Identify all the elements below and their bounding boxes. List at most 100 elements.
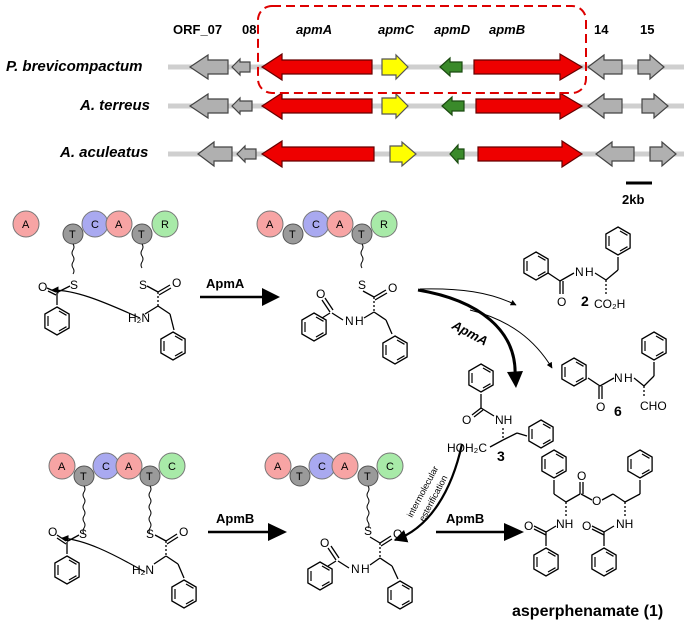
atom-H: H <box>355 314 364 328</box>
orf15-label: 15 <box>640 22 654 37</box>
apmB-domain-chain-middle: A T C A T C <box>264 452 404 487</box>
atom-NH: NH <box>556 517 573 531</box>
orf14-gene-arrow <box>595 140 635 168</box>
gene-row-2 <box>188 91 669 121</box>
domain-C-label: C <box>318 461 326 473</box>
atom-S: S <box>358 278 366 292</box>
apmA-branch-arrow <box>417 288 517 379</box>
asperphenamate-structure: NH O O NH O O asperphenamate (1) <box>512 449 663 620</box>
domain-T2-label: T <box>146 471 153 483</box>
atom-O: O <box>316 287 325 301</box>
domain-R <box>370 210 398 238</box>
apmB-step-label: ApmB <box>216 511 254 526</box>
domain-A2-label: A <box>115 219 123 231</box>
domain-T2-label: T <box>364 471 371 483</box>
tether-6 <box>366 485 370 529</box>
gene-cluster-panel: ORF_07 08 apmA apmC apmD apmB 14 15 P. b… <box>6 5 684 207</box>
benzoyl-phe-thioester-bottom: S O N H O <box>307 524 413 610</box>
domain-T1-label: T <box>289 229 296 241</box>
atom-H: H <box>585 265 594 279</box>
orf08-gene-arrow <box>236 144 257 164</box>
domain-A2-label: A <box>125 461 133 473</box>
orf15-gene-arrow <box>649 140 677 168</box>
domain-A1 <box>48 452 76 480</box>
atom-NH: NH <box>616 517 633 531</box>
atom-N: N <box>351 562 360 576</box>
atom-H: H <box>624 371 633 385</box>
domain-A2 <box>115 452 143 480</box>
tether-1 <box>71 243 75 275</box>
orf07-gene-arrow <box>188 53 229 81</box>
apmC-gene-arrow <box>389 140 417 168</box>
atom-N: N <box>575 265 584 279</box>
domain-C2-label: C <box>168 461 176 473</box>
scale-bar-label: 2kb <box>622 192 644 207</box>
domain-A1 <box>256 210 284 238</box>
atom-N: N <box>614 371 623 385</box>
apmD-label: apmD <box>434 22 471 37</box>
apmB-gene-arrow <box>475 91 584 121</box>
apmD-gene-arrow <box>449 143 465 165</box>
compound-2-number: 2 <box>581 293 589 309</box>
domain-T1-label: T <box>296 471 303 483</box>
domain-A1-label: A <box>274 461 282 473</box>
orf15-gene-arrow <box>641 92 669 120</box>
domain-A2 <box>331 452 359 480</box>
domain-R-label: R <box>161 219 169 231</box>
apmB-gene-arrow <box>473 52 584 82</box>
asperphenamate-label: asperphenamate (1) <box>512 603 663 620</box>
intermolecular-esterification-arrow <box>393 443 464 543</box>
tether-2 <box>140 243 144 269</box>
species-p-brevicompactum: P. brevicompactum <box>6 58 142 75</box>
domain-R-label: R <box>380 219 388 231</box>
domain-A1 <box>264 452 292 480</box>
orf08-label: 08 <box>242 22 256 37</box>
domain-A2 <box>326 210 354 238</box>
branch-to-compound-6 <box>469 309 553 369</box>
domain-T1 <box>289 465 311 487</box>
apmA-gene-arrow <box>260 52 373 82</box>
apmB-gene-arrow <box>477 139 584 169</box>
atom-O: O <box>524 519 533 533</box>
atom-O: O <box>48 525 57 539</box>
orf14-label: 14 <box>594 22 609 37</box>
atom-S: S <box>79 527 87 541</box>
orf07-gene-arrow <box>197 140 233 168</box>
tether-5 <box>148 485 152 535</box>
atom-CHO: CHO <box>640 399 667 413</box>
apmA-domain-chain-middle: A T C A T R <box>256 210 398 245</box>
domain-T1-label: T <box>80 471 87 483</box>
atom-S: S <box>70 278 78 292</box>
atom-O: O <box>582 519 591 533</box>
orf07-label: ORF_07 <box>173 22 222 37</box>
atom-N: N <box>345 314 354 328</box>
apmC-gene-arrow <box>381 53 409 81</box>
apmB-domain-chain-left: A T C A T C <box>48 452 186 487</box>
atom-HOH2C: HOH₂C <box>447 441 487 455</box>
compound-3-structure: O NH HOH₂C 3 <box>447 363 554 464</box>
domain-A2 <box>105 210 133 238</box>
atom-NH: NH <box>495 413 512 427</box>
phe-thioester-bottom-left: S O H₂N <box>132 525 197 609</box>
nucleophilic-attack-arrow <box>51 286 141 319</box>
atom-O: O <box>320 536 329 550</box>
atom-O: O <box>592 494 601 508</box>
apmA-step-label: ApmA <box>206 276 245 291</box>
branch-to-compound-2 <box>419 288 517 306</box>
atom-S: S <box>364 524 372 538</box>
apmA-domain-chain-left: A T C A T R <box>12 210 179 245</box>
atom-S: S <box>139 278 147 292</box>
domain-C-label: C <box>312 219 320 231</box>
apmC-gene-arrow <box>381 92 409 120</box>
domain-A1 <box>12 210 40 238</box>
domain-C-label: C <box>91 219 99 231</box>
domain-T1-label: T <box>69 229 76 241</box>
orf08-gene-arrow <box>231 96 253 116</box>
atom-O: O <box>388 281 397 295</box>
domain-C2 <box>376 452 404 480</box>
apmA-gene-arrow <box>260 139 375 169</box>
apmC-label: apmC <box>378 22 415 37</box>
nucleophilic-attack-arrow-2 <box>61 534 146 573</box>
domain-A1-label: A <box>58 461 66 473</box>
